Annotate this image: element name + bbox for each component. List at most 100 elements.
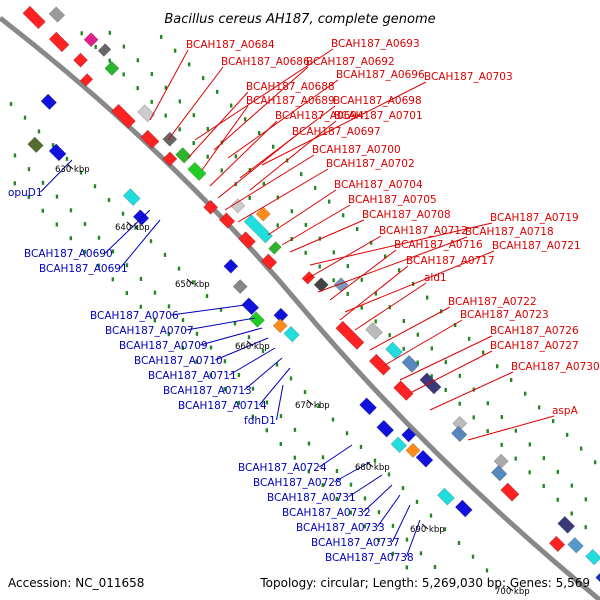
- gc-dot: [321, 483, 325, 488]
- gene-label-forward: ald1: [424, 272, 447, 284]
- gc-dot: [542, 456, 546, 461]
- gene-feature: [175, 147, 192, 164]
- gc-dot: [528, 470, 531, 475]
- gene-label-reverse: BCAH187_A0713: [163, 385, 252, 397]
- gc-dot: [335, 496, 339, 501]
- leader-line: [267, 189, 337, 236]
- gene-feature: [162, 131, 178, 147]
- gc-dot: [51, 143, 55, 148]
- leader-line: [243, 357, 283, 391]
- leader-line: [399, 335, 493, 381]
- leader-line: [119, 219, 161, 269]
- gene-feature: [450, 425, 468, 443]
- gene-feature: [405, 442, 421, 458]
- tick-label: 670 kbp: [295, 401, 330, 411]
- gc-dot: [167, 332, 171, 337]
- tick-mark: [306, 399, 314, 406]
- gc-dot: [251, 414, 255, 419]
- gene-label-reverse: BCAH187_A0733: [296, 522, 385, 534]
- gene-label-reverse: BCAH187_A0691: [39, 263, 128, 275]
- gc-dot: [167, 304, 171, 309]
- gc-dot: [150, 72, 154, 77]
- tick-label: 700 kbp: [495, 587, 530, 597]
- gc-dot: [205, 294, 209, 299]
- gene-feature: [137, 104, 156, 123]
- leader-line: [429, 371, 514, 411]
- gene-label-forward: BCAH187_A0717: [406, 255, 495, 267]
- leader-line: [237, 168, 329, 223]
- gc-dot: [391, 551, 395, 556]
- gc-dot: [293, 427, 297, 432]
- gene-label-forward: BCAH187_A0705: [348, 194, 437, 206]
- gc-dot: [369, 240, 373, 245]
- gc-dot: [388, 333, 391, 338]
- leader-line: [354, 282, 427, 331]
- gc-dot: [69, 236, 73, 241]
- gc-dot: [495, 364, 499, 369]
- gene-feature: [419, 372, 442, 395]
- leader-line: [224, 154, 315, 211]
- gc-dot: [405, 565, 409, 570]
- gene-feature: [248, 311, 265, 328]
- gene-feature: [27, 136, 44, 153]
- gene-feature: [272, 318, 288, 334]
- gene-label-reverse: BCAH187_A0737: [311, 537, 400, 549]
- gc-dot: [233, 321, 237, 326]
- gc-dot: [472, 415, 475, 420]
- gene-feature: [376, 419, 395, 438]
- tick-mark: [246, 340, 254, 347]
- leader-line: [201, 105, 249, 171]
- gc-dot: [121, 211, 125, 216]
- gc-dot: [181, 318, 185, 323]
- gc-dot: [556, 497, 559, 502]
- gene-feature: [232, 279, 248, 295]
- gc-dot: [27, 167, 31, 172]
- gene-feature: [452, 415, 468, 431]
- gc-dot: [509, 377, 513, 382]
- gene-label-forward: BCAH187_A0719: [490, 212, 579, 224]
- gc-dot: [108, 30, 112, 35]
- gc-dot: [349, 482, 353, 487]
- leader-line: [319, 444, 353, 468]
- gc-dot: [257, 130, 261, 135]
- gene-feature: [40, 93, 57, 111]
- gene-label-forward: BCAH187_A0693: [331, 38, 420, 50]
- gene-feature: [437, 487, 455, 506]
- gene-feature: [335, 320, 365, 350]
- gc-dot: [402, 318, 406, 323]
- leader-line: [334, 461, 371, 483]
- gc-dot: [430, 374, 433, 379]
- gc-dot: [327, 199, 331, 204]
- gene-feature: [230, 198, 246, 214]
- gc-dot: [164, 85, 168, 90]
- gc-dot: [243, 117, 247, 122]
- gene-label-reverse: BCAH187_A0732: [282, 507, 371, 519]
- gc-dot: [304, 250, 307, 255]
- gc-dot: [579, 446, 583, 451]
- gc-dot: [159, 34, 163, 39]
- gene-feature: [48, 31, 70, 53]
- gc-dot: [41, 180, 45, 185]
- gc-dot: [97, 235, 101, 240]
- gc-dot: [321, 455, 325, 460]
- gc-dot: [247, 335, 251, 340]
- gc-dot: [164, 113, 167, 118]
- gc-dot: [373, 458, 377, 463]
- gc-dot: [425, 295, 429, 300]
- gc-dot: [416, 332, 420, 337]
- leader-line: [304, 235, 382, 281]
- gc-dot: [570, 511, 573, 516]
- genome-summary-text: Topology: circular; Length: 5,269,030 bp…: [259, 576, 590, 590]
- gc-dot: [139, 304, 143, 309]
- gene-label-reverse: BCAH187_A0690: [24, 248, 113, 260]
- gc-dot: [125, 263, 129, 268]
- leader-line: [209, 120, 278, 187]
- gc-dot: [467, 336, 471, 341]
- gc-dot: [262, 181, 266, 186]
- leader-line: [391, 504, 411, 543]
- gc-dot: [83, 222, 87, 227]
- gene-feature: [218, 212, 236, 229]
- gc-dot: [318, 264, 321, 269]
- gc-dot: [234, 154, 238, 159]
- gc-dot: [570, 483, 574, 488]
